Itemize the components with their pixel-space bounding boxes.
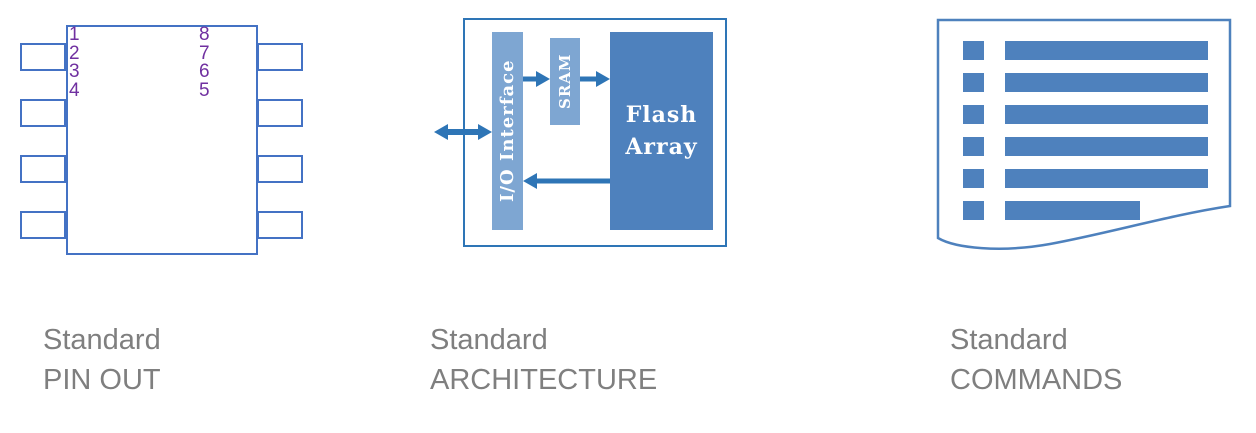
flash-array-block: Flash Array bbox=[610, 32, 713, 230]
command-bar bbox=[1005, 169, 1208, 188]
command-bullet bbox=[963, 201, 984, 220]
sram-block: SRAM bbox=[550, 38, 580, 125]
pin-number: 2 bbox=[69, 42, 80, 64]
chip-right-pin-numbers: 8 7 6 5 bbox=[199, 24, 210, 101]
sram-to-flash-arrow-icon bbox=[580, 71, 610, 87]
caption-line: COMMANDS bbox=[950, 364, 1123, 396]
command-bullet bbox=[963, 169, 984, 188]
chip-pin bbox=[257, 155, 303, 183]
chip-pin bbox=[20, 99, 66, 127]
command-line-row bbox=[963, 169, 1208, 188]
command-bullet bbox=[963, 105, 984, 124]
chip-pin bbox=[20, 155, 66, 183]
io-interface-block: I/O Interface bbox=[492, 32, 523, 230]
chip-pin bbox=[20, 211, 66, 239]
sram-label: SRAM bbox=[556, 53, 574, 110]
pin-number: 1 bbox=[69, 24, 80, 45]
pin-number: 5 bbox=[199, 79, 210, 101]
caption-line: ARCHITECTURE bbox=[430, 364, 658, 396]
flash-to-io-arrow-icon bbox=[523, 173, 610, 189]
command-line-row bbox=[963, 41, 1208, 60]
command-line-row bbox=[963, 73, 1208, 92]
chip-pin bbox=[257, 211, 303, 239]
chip-pin bbox=[257, 99, 303, 127]
chip-left-pin-numbers: 1 2 3 4 bbox=[69, 24, 80, 101]
flash-array-label: Flash Array bbox=[625, 102, 698, 160]
caption-line: Standard bbox=[43, 324, 161, 356]
caption-line: Standard bbox=[430, 324, 548, 356]
command-bar bbox=[1005, 137, 1208, 156]
pin-number: 3 bbox=[69, 61, 80, 83]
caption-line: PIN OUT bbox=[43, 364, 161, 396]
chip-pin bbox=[20, 43, 66, 71]
command-bullet bbox=[963, 137, 984, 156]
command-bar bbox=[1005, 105, 1208, 124]
double-headed-arrow-icon bbox=[434, 124, 492, 140]
command-bullet bbox=[963, 73, 984, 92]
commands-caption: Standard COMMANDS bbox=[950, 320, 1122, 400]
caption-line: Standard bbox=[950, 324, 1068, 356]
io-to-sram-arrow-icon bbox=[523, 71, 550, 87]
command-line-row bbox=[963, 201, 1140, 220]
command-line-row bbox=[963, 105, 1208, 124]
io-interface-label: I/O Interface bbox=[497, 59, 518, 203]
command-bar bbox=[1005, 73, 1208, 92]
pin-number: 6 bbox=[199, 61, 210, 83]
command-bullet bbox=[963, 41, 984, 60]
command-bar bbox=[1005, 41, 1208, 60]
pin-number: 7 bbox=[199, 42, 210, 64]
pin-number: 4 bbox=[69, 79, 80, 101]
architecture-caption: Standard ARCHITECTURE bbox=[430, 320, 657, 400]
chip-pin bbox=[257, 43, 303, 71]
command-line-row bbox=[963, 137, 1208, 156]
pinout-caption: Standard PIN OUT bbox=[43, 320, 161, 400]
pin-number: 8 bbox=[199, 24, 210, 45]
command-bar bbox=[1005, 201, 1140, 220]
chip-body bbox=[66, 25, 258, 255]
